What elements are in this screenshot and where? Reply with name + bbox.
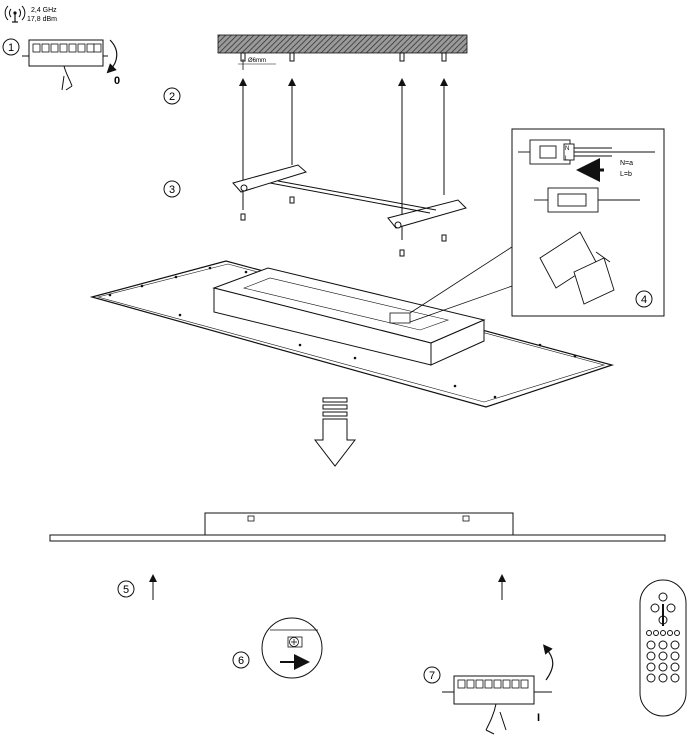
svg-text:1: 1 [8,42,14,54]
step-2-badge: 2 [163,87,181,105]
svg-text:7: 7 [429,670,435,682]
svg-text:3: 3 [169,184,175,196]
drill-diameter-marker [238,59,276,70]
step-4-badge: 4 [635,290,653,308]
panel-screws [108,266,577,399]
svg-text:2: 2 [169,91,175,103]
step-6-badge: 6 [232,651,250,669]
terminal-block-assembled [534,187,640,213]
step-5-badge: 5 [117,580,135,598]
off-position-label: 0 [114,75,120,87]
step-7-badge: 7 [423,666,441,684]
ceiling-anchors [240,52,447,62]
terminal-block-connected [518,139,655,165]
led-panel-perspective [89,260,615,408]
svg-text:6: 6 [238,655,244,667]
remote-control-icon [639,579,687,717]
terminal-cover [539,231,615,305]
circuit-breaker-on [442,644,554,735]
live-wire-label: L=b [620,171,632,178]
terminal-n-label: N [565,146,569,152]
step-1-badge: 1 [2,38,20,56]
mounting-bracket [232,164,467,229]
drill-diameter-label: Ø6mm [248,58,266,64]
step-3-badge: 3 [163,180,181,198]
svg-text:5: 5 [123,584,129,596]
neutral-wire-label: N=a [620,160,633,167]
detail-callout-line [409,244,516,314]
circuit-breaker-off [22,39,118,91]
power-label: 17,8 dBm [27,16,57,23]
svg-text:4: 4 [641,294,647,306]
terminal-l-label: L [565,156,569,162]
proceed-down-arrow [313,397,357,467]
panel-side-view [49,512,666,542]
mounting-screws [240,196,447,257]
wifi-signal-icon [4,5,26,23]
screw-lock-detail [261,617,323,679]
ceiling [217,34,468,54]
on-position-label: I [537,712,540,724]
frequency-label: 2,4 GHz [31,7,57,14]
